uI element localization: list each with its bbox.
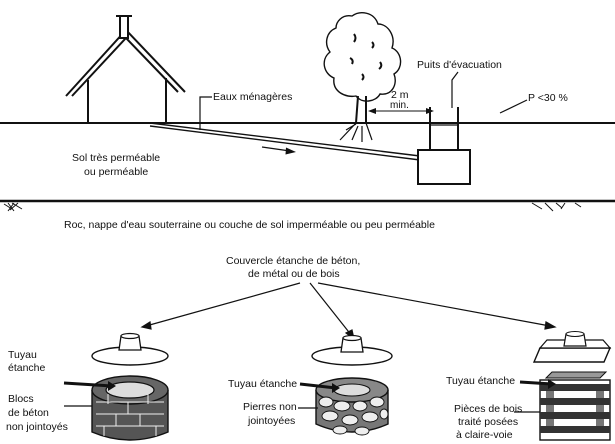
stone-pipe-label: Tuyau étanche: [228, 378, 297, 390]
soil-label-line2: ou perméable: [84, 166, 148, 178]
distance-unit: min.: [390, 100, 409, 111]
house: [65, 15, 186, 123]
wood-wall-label-line3: à claire-voie: [456, 429, 513, 441]
concrete-wall-label-line2: de béton: [8, 407, 49, 419]
distance-value: 2 m: [391, 89, 409, 101]
wastewater-label: Eaux ménagères: [213, 91, 292, 103]
concrete-wall-label-line1: Blocs: [8, 393, 34, 405]
cover-label-line1: Couvercle étanche de béton,: [226, 255, 360, 267]
well-types: Couvercle étanche de béton, de métal ou …: [6, 255, 612, 441]
dry-well-section: [417, 107, 471, 185]
cross-section: Eaux ménagères 2 m min. Puits d'évacuati…: [0, 12, 615, 231]
well-leader-line: [451, 71, 459, 108]
wood-pipe-label: Tuyau étanche: [446, 375, 515, 387]
wastewater-leader-line: [199, 96, 212, 130]
wood-wall-label-line2: traité posées: [458, 416, 518, 428]
wood-wall-label-line1: Pièces de bois: [454, 403, 522, 415]
wastewater-pipe: [149, 122, 421, 161]
wood-cover: [532, 347, 612, 363]
slope-label: P <30 %: [528, 92, 568, 104]
concrete-pipe-label-line1: Tuyau: [8, 349, 37, 361]
slope-leader-line: [499, 99, 528, 114]
cover-label-line2: de métal ou de bois: [248, 268, 340, 280]
concrete-pipe-label-line2: étanche: [8, 362, 46, 374]
bedrock-hatching: [3, 202, 582, 212]
stone-wall-label-line1: Pierres non: [243, 401, 297, 413]
tree: [323, 12, 402, 142]
concrete-wall-label-line3: non jointoyés: [6, 421, 68, 433]
soil-label-line1: Sol très perméable: [72, 152, 160, 164]
flow-arrow: [261, 146, 296, 155]
wood-crib-well: [519, 330, 612, 441]
bedrock-label: Roc, nappe d'eau souterraine ou couche d…: [64, 219, 435, 231]
stone-well: [299, 334, 393, 436]
well-label: Puits d'évacuation: [417, 59, 502, 71]
cover-leader-lines: [140, 282, 557, 341]
concrete-block-well: [63, 332, 169, 441]
stone-wall-label-line2: jointoyées: [247, 415, 295, 427]
